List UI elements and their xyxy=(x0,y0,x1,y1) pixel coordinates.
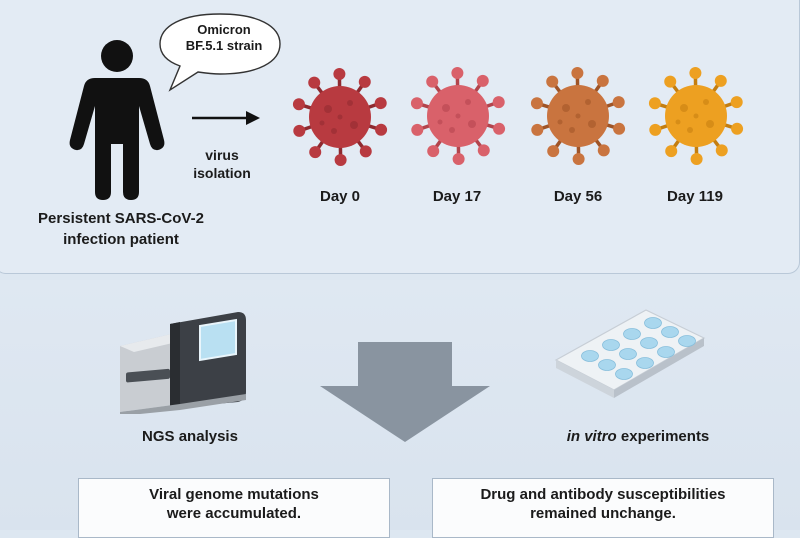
in-vitro-rest: experiments xyxy=(617,428,710,445)
day-label-119: Day 119 xyxy=(640,188,750,205)
susceptibility-line-1: Drug and antibody susceptibilities xyxy=(433,485,773,504)
isolation-label: virus isolation xyxy=(186,146,258,182)
ngs-analysis-label: NGS analysis xyxy=(120,428,260,445)
in-vitro-label: in vitro experiments xyxy=(548,428,728,445)
well-plate-icon xyxy=(550,298,710,402)
strain-label: Omicron BF.5.1 strain xyxy=(172,22,276,54)
day-label-0: Day 0 xyxy=(285,188,395,205)
strain-line-1: Omicron xyxy=(172,22,276,38)
result-box-susceptibility: Drug and antibody susceptibilities remai… xyxy=(432,478,774,538)
result-box-mutations: Viral genome mutations were accumulated. xyxy=(78,478,390,538)
mutations-line-2: were accumulated. xyxy=(79,504,389,523)
strain-line-2: BF.5.1 strain xyxy=(172,38,276,54)
virus-icon xyxy=(526,64,630,168)
virus-icon xyxy=(644,64,748,168)
isolation-arrow xyxy=(190,108,262,128)
isolation-line-1: virus xyxy=(186,146,258,164)
patient-label: Persistent SARS-CoV-2 infection patient xyxy=(8,208,234,250)
day-label-56: Day 56 xyxy=(523,188,633,205)
in-vitro-italic: in vitro xyxy=(567,428,617,445)
down-arrow-icon xyxy=(320,342,490,442)
day-label-17: Day 17 xyxy=(402,188,512,205)
patient-line-1: Persistent SARS-CoV-2 xyxy=(8,208,234,229)
virus-icon xyxy=(288,65,392,169)
isolation-line-2: isolation xyxy=(186,164,258,182)
patient-line-2: infection patient xyxy=(8,229,234,250)
mutations-line-1: Viral genome mutations xyxy=(79,485,389,504)
sequencer-icon xyxy=(110,308,260,414)
virus-icon xyxy=(406,64,510,168)
susceptibility-line-2: remained unchange. xyxy=(433,504,773,523)
